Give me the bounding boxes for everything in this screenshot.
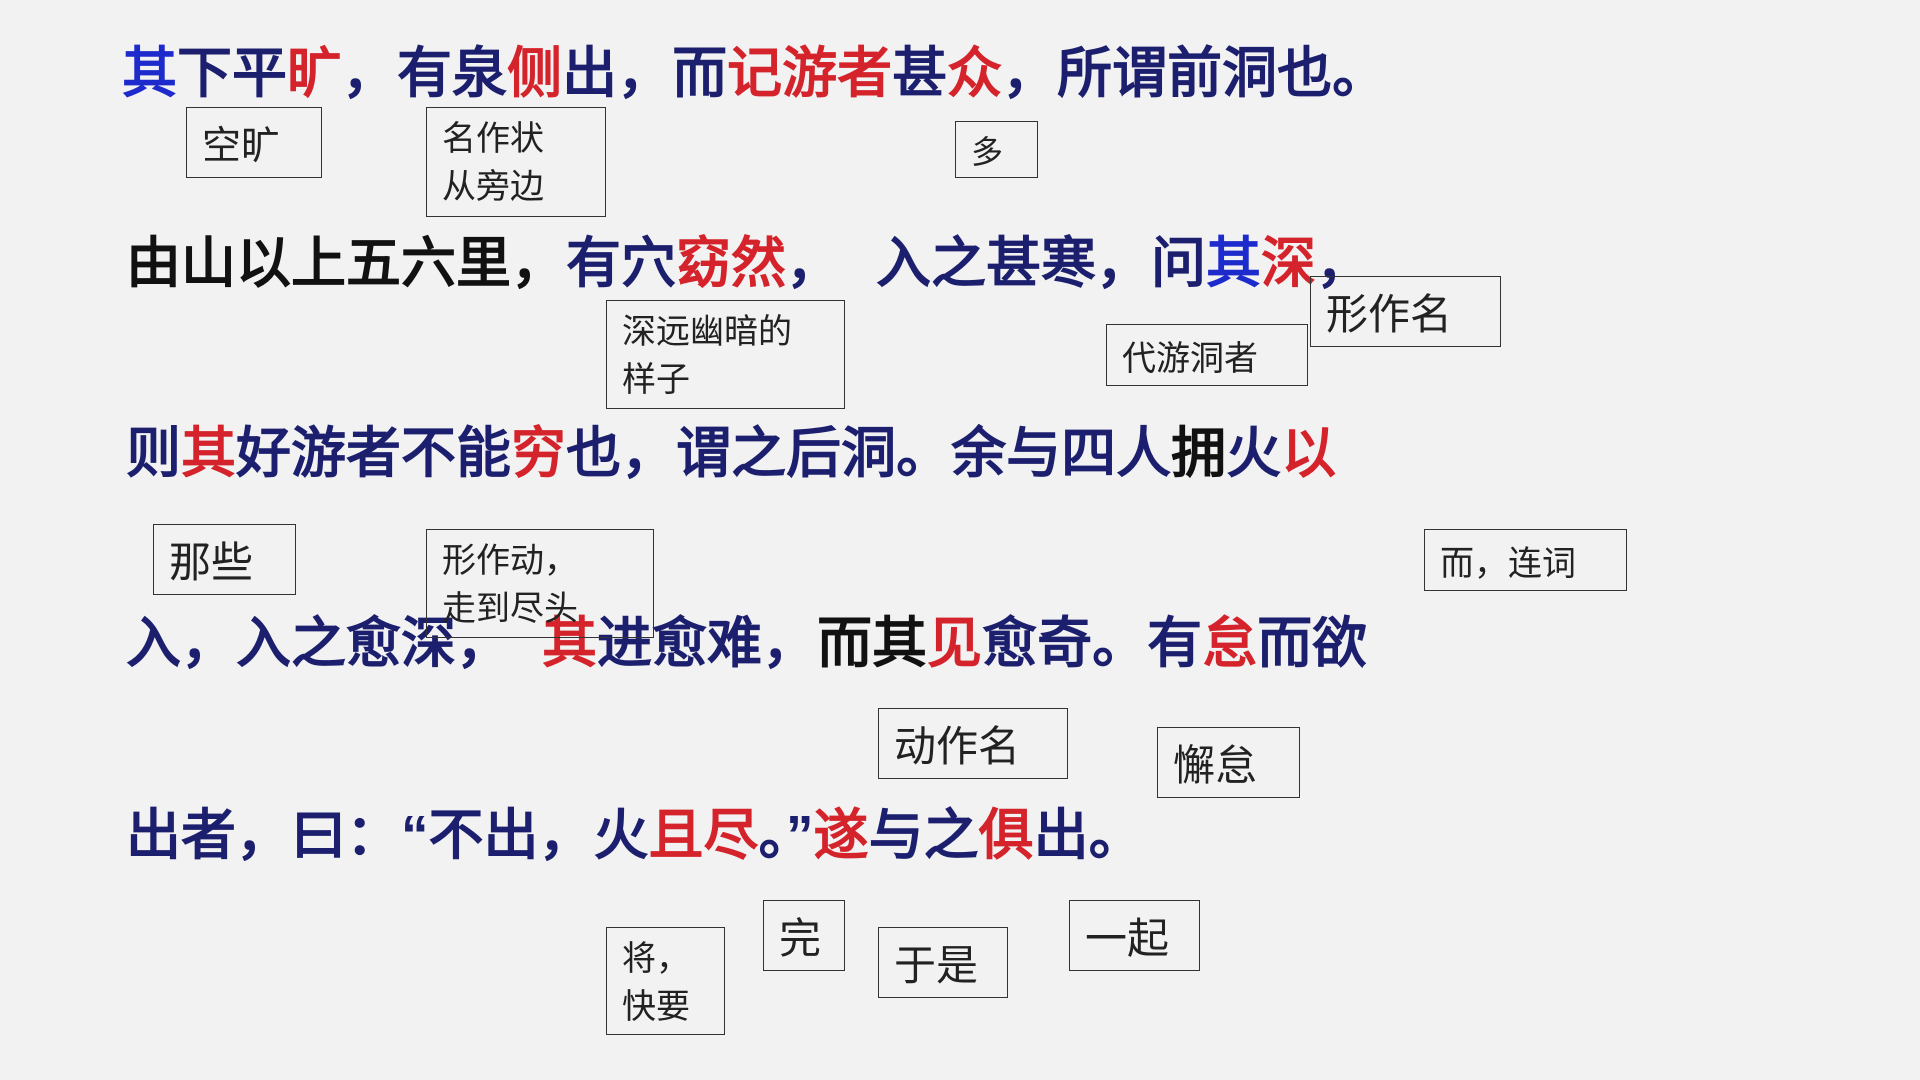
annotation-text: 样子 bbox=[622, 362, 690, 399]
text-segment: 出，而 bbox=[562, 42, 728, 104]
text-segment: 下平 bbox=[177, 42, 288, 104]
annotation-box: 形作名 bbox=[1310, 276, 1501, 347]
text-line-4-part-1: 入，入之愈深， bbox=[126, 616, 511, 671]
text-segment: 进愈难， bbox=[597, 612, 818, 674]
annotation-box: 形作动， 走到尽头 bbox=[426, 529, 654, 638]
text-segment: ，所谓前洞也。 bbox=[1002, 42, 1388, 104]
text-segment: 以 bbox=[1281, 422, 1337, 484]
text-segment: 拥 bbox=[1171, 422, 1227, 484]
text-segment: 出者，曰：“不出，火 bbox=[126, 804, 649, 866]
text-segment: ， bbox=[786, 232, 842, 294]
text-segment: 众 bbox=[947, 42, 1003, 104]
annotation-text: 走到尽头 bbox=[442, 591, 578, 628]
annotation-text: 动作名 bbox=[894, 725, 1021, 771]
annotation-box: 完 bbox=[763, 900, 845, 971]
annotation-text: 懈怠 bbox=[1173, 744, 1258, 790]
text-segment: 其 bbox=[181, 422, 237, 484]
text-segment: 也，谓之后洞。余与四人 bbox=[566, 422, 1172, 484]
text-line-2-part-1: 由山以上五六里，有穴窈然， bbox=[126, 236, 841, 291]
text-segment: 与之 bbox=[868, 804, 979, 866]
annotation-text: 快要 bbox=[622, 989, 690, 1026]
annotation-text: 空旷 bbox=[202, 124, 281, 168]
text-segment: 则 bbox=[126, 422, 182, 484]
text-segment: 愈奇。有 bbox=[982, 612, 1203, 674]
annotation-text: 名作状 bbox=[442, 121, 544, 158]
annotation-text: 从旁边 bbox=[442, 169, 544, 206]
text-segment: 而其 bbox=[817, 612, 928, 674]
text-segment: 其 bbox=[1206, 232, 1262, 294]
text-segment: 旷 bbox=[287, 42, 343, 104]
annotation-box: 而，连词 bbox=[1424, 529, 1627, 591]
text-segment: 俱 bbox=[978, 804, 1034, 866]
text-segment: 见 bbox=[927, 612, 983, 674]
annotation-text: 于是 bbox=[894, 944, 979, 990]
annotation-text: 一起 bbox=[1085, 917, 1170, 963]
annotation-box: 名作状 从旁边 bbox=[426, 107, 606, 217]
annotation-text: 代游洞者 bbox=[1122, 340, 1258, 378]
text-segment: 穷 bbox=[511, 422, 567, 484]
text-segment: 出。 bbox=[1033, 804, 1144, 866]
annotation-box: 深远幽暗的 样子 bbox=[606, 300, 845, 409]
text-segment: 。” bbox=[758, 804, 814, 866]
annotation-box: 代游洞者 bbox=[1106, 324, 1308, 386]
text-segment: 由山以上五六里， bbox=[126, 232, 567, 294]
text-segment: 窈然 bbox=[676, 232, 787, 294]
annotation-box: 将， 快要 bbox=[606, 927, 725, 1035]
annotation-text: 形作动， bbox=[442, 543, 578, 580]
annotation-box: 多 bbox=[955, 121, 1038, 178]
text-segment: 好游者不能 bbox=[236, 422, 512, 484]
annotation-text: 将， bbox=[622, 941, 690, 978]
text-segment: 其 bbox=[122, 42, 178, 104]
text-segment: 怠 bbox=[1202, 612, 1258, 674]
text-segment: 且尽 bbox=[648, 804, 759, 866]
text-segment: 侧 bbox=[507, 42, 563, 104]
text-segment: 入，入之愈深， bbox=[126, 612, 512, 674]
text-segment: 入之甚寒，问 bbox=[876, 232, 1207, 294]
text-segment: 其 bbox=[542, 612, 598, 674]
text-segment: 有穴 bbox=[566, 232, 677, 294]
text-segment: 甚 bbox=[892, 42, 948, 104]
text-segment: 遂 bbox=[813, 804, 869, 866]
annotation-box: 一起 bbox=[1069, 900, 1200, 971]
annotation-text: 深远幽暗的 bbox=[622, 314, 792, 351]
text-line-2-part-2: 入之甚寒，问其深， bbox=[876, 236, 1371, 291]
text-segment: 深 bbox=[1261, 232, 1317, 294]
annotation-text: 而，连词 bbox=[1440, 545, 1576, 583]
annotation-box: 动作名 bbox=[878, 708, 1068, 779]
text-segment: 而欲 bbox=[1257, 612, 1368, 674]
annotation-box: 空旷 bbox=[186, 107, 322, 178]
text-line-1: 其下平旷，有泉侧出，而记游者甚众，所谓前洞也。 bbox=[122, 46, 1387, 101]
text-line-5: 出者，曰：“不出，火且尽。”遂与之俱出。 bbox=[126, 808, 1144, 863]
annotation-text: 形作名 bbox=[1326, 293, 1453, 339]
annotation-text: 那些 bbox=[169, 541, 254, 587]
annotation-text: 多 bbox=[971, 133, 1004, 170]
annotation-box: 于是 bbox=[878, 927, 1008, 998]
text-segment: ，有泉 bbox=[342, 42, 508, 104]
text-line-3: 则其好游者不能穷也，谓之后洞。余与四人拥火以 bbox=[126, 426, 1336, 481]
text-segment: 记游者 bbox=[727, 42, 893, 104]
annotation-text: 完 bbox=[779, 917, 822, 963]
annotation-box: 那些 bbox=[153, 524, 296, 595]
text-segment: ， bbox=[1316, 232, 1372, 294]
text-segment: 火 bbox=[1226, 422, 1282, 484]
annotation-box: 懈怠 bbox=[1157, 727, 1300, 798]
text-line-4-part-2: 其进愈难，而其见愈奇。有怠而欲 bbox=[542, 616, 1367, 671]
